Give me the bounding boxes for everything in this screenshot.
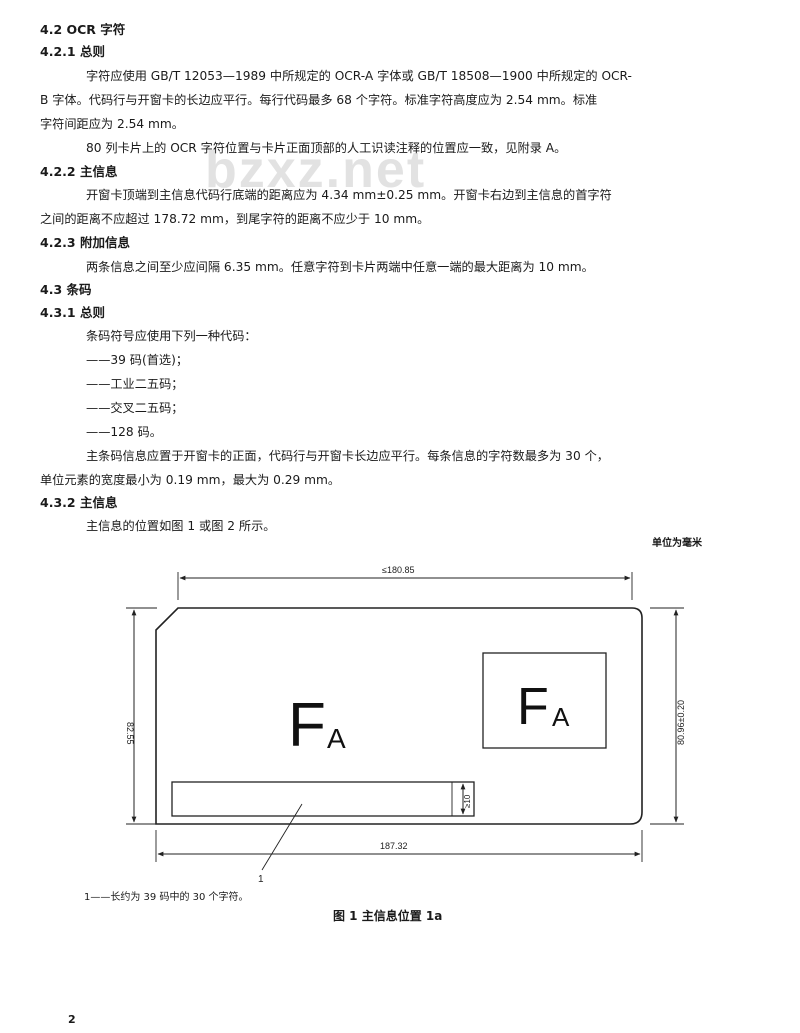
- dim-box-label: ≥10: [463, 794, 472, 808]
- paragraph-line: 字符间距应为 2.54 mm。: [40, 117, 184, 131]
- heading-4-2: 4.2 OCR 字符: [40, 22, 126, 37]
- ocr-glyph-large-sub: A: [327, 723, 346, 754]
- heading-4-2-3: 4.2.3 附加信息: [40, 235, 130, 250]
- paragraph-line: 字符应使用 GB/T 12053—1989 中所规定的 OCR-A 字体或 GB…: [86, 69, 632, 83]
- heading-4-2-2: 4.2.2 主信息: [40, 164, 118, 179]
- dim-right-label: 80.96±0.20: [676, 700, 686, 745]
- paragraph-line: 80 列卡片上的 OCR 字符位置与卡片正面顶部的人工识读注释的位置应一致，见附…: [86, 141, 567, 155]
- list-item: ——交叉二五码；: [86, 401, 184, 415]
- paragraph-line: 主信息的位置如图 1 或图 2 所示。: [86, 519, 276, 533]
- ocr-sample-box: [482, 652, 607, 749]
- page-number: 2: [68, 1013, 76, 1026]
- list-item: ——128 码。: [86, 425, 162, 439]
- dim-top-label: ≤180.85: [382, 565, 414, 575]
- paragraph-line: B 字体。代码行与开窗卡的长边应平行。每行代码最多 68 个字符。标准字符高度应…: [40, 93, 598, 107]
- paragraph-line: 单位元素的宽度最小为 0.19 mm，最大为 0.29 mm。: [40, 473, 341, 487]
- paragraph-line: 开窗卡顶端到主信息代码行底端的距离应为 4.34 mm±0.25 mm。开窗卡右…: [86, 188, 612, 202]
- heading-4-3: 4.3 条码: [40, 282, 92, 297]
- list-item: ——39 码(首选)；: [86, 353, 189, 367]
- paragraph-line: 两条信息之间至少应间隔 6.35 mm。任意字符到卡片两端中任意一端的最大距离为…: [86, 260, 594, 274]
- heading-4-3-2: 4.3.2 主信息: [40, 495, 118, 510]
- dim-left-label: 82.55: [125, 722, 135, 745]
- figure-caption: 图 1 主信息位置 1a: [333, 909, 443, 923]
- card-outline: [155, 607, 643, 825]
- paragraph-line: 条码符号应使用下列一种代码：: [86, 329, 257, 343]
- callout-number: 1: [258, 874, 264, 885]
- heading-4-3-1: 4.3.1 总则: [40, 305, 105, 320]
- paragraph-line: 之间的距离不应超过 178.72 mm，到尾字符的距离不应少于 10 mm。: [40, 212, 430, 226]
- main-info-field: [171, 781, 475, 817]
- dim-bottom-label: 187.32: [380, 841, 408, 851]
- unit-note: 单位为毫米: [652, 538, 702, 549]
- callout-leader: [261, 803, 303, 871]
- heading-4-2-1: 4.2.1 总则: [40, 44, 105, 59]
- ocr-glyph-box: F: [517, 678, 549, 736]
- paragraph-line: 主条码信息应置于开窗卡的正面，代码行与开窗卡长边应平行。每条信息的字符数最多为 …: [86, 449, 609, 463]
- list-item: ——工业二五码；: [86, 377, 184, 391]
- ocr-glyph-box-sub: A: [552, 702, 570, 732]
- ocr-glyph-large: F: [288, 691, 326, 760]
- figure-legend: 1——长约为 39 码中的 30 个字符。: [84, 892, 249, 903]
